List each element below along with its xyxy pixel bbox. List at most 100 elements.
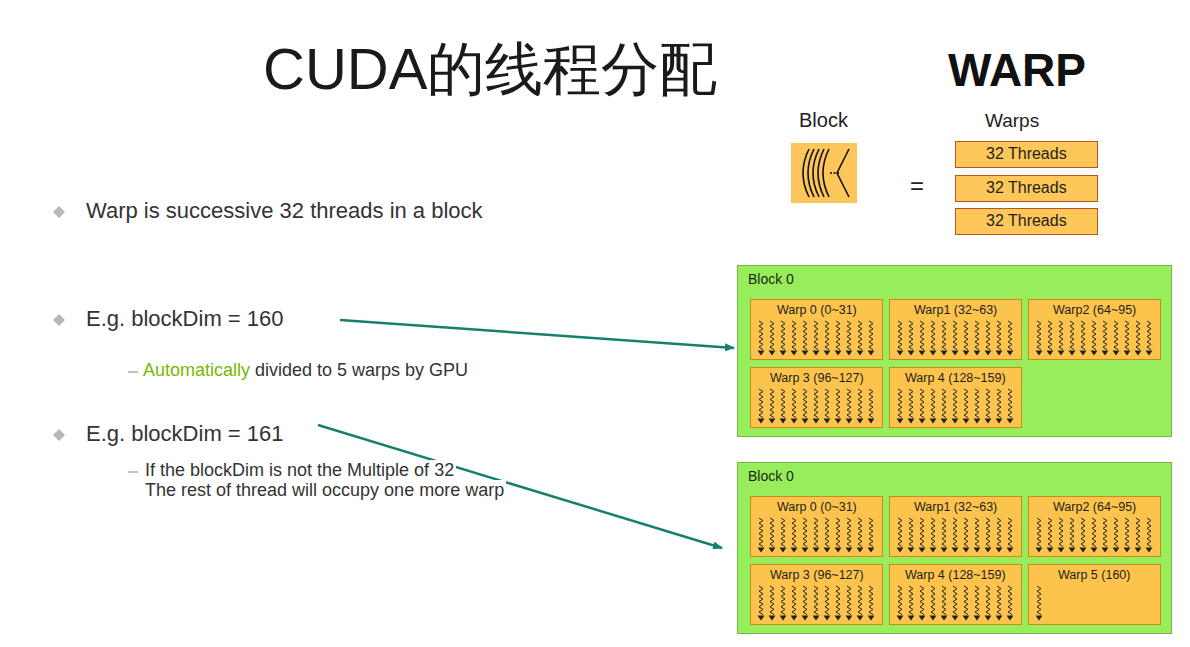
thread-arrowhead: [1113, 548, 1120, 553]
thread-arrowhead: [1007, 351, 1014, 356]
dash-mark: [128, 371, 138, 372]
thread-squiggle: [1008, 389, 1012, 418]
thread-arrowhead: [846, 351, 853, 356]
warp-label: Warp2 (64~95): [1053, 500, 1136, 514]
thread-arrowhead: [846, 419, 853, 424]
thread-arrowhead: [985, 616, 992, 621]
thread-squiggle: [997, 389, 1001, 418]
thread-squiggle: [847, 586, 851, 615]
warp-label: 32 Threads: [986, 179, 1067, 197]
thread-squiggle: [898, 321, 902, 350]
thread-arrowhead: [996, 548, 1003, 553]
block-region: Block 0Warp 0 (0~31)Warp1 (32~63)Warp2 (…: [737, 265, 1172, 437]
thread-squiggle: [1092, 321, 1096, 350]
thread-curve: [837, 149, 849, 197]
thread-squiggle: [942, 518, 946, 547]
bullet-subtext: If the blockDim is not the Multiple of 3…: [143, 460, 456, 481]
thread-arrowhead: [1058, 548, 1065, 553]
thread-squiggle: [825, 321, 829, 350]
thread-squiggle: [1136, 518, 1140, 547]
thread-arrowhead: [758, 616, 765, 621]
bullet-text: E.g. blockDim = 160: [86, 306, 283, 331]
thread-squiggle: [997, 586, 1001, 615]
warp-box: Warp1 (32~63): [889, 496, 1022, 557]
pointer-arrow: [340, 320, 734, 348]
thread-arrowhead: [802, 419, 809, 424]
dash-mark: [128, 471, 138, 472]
thread-arrowhead: [868, 419, 875, 424]
thread-arrowhead: [813, 548, 820, 553]
thread-arrowhead: [813, 351, 820, 356]
thread-squiggle: [781, 586, 785, 615]
block-label: Block 0: [748, 271, 794, 287]
thread-squiggle: [898, 518, 902, 547]
thread-arrowhead: [1069, 548, 1076, 553]
ellipsis-dot: [830, 172, 832, 174]
warp-label: Warp 0 (0~31): [777, 500, 857, 514]
thread-arrowhead: [930, 351, 937, 356]
thread-arrowhead: [824, 548, 831, 553]
thread-arrowhead: [1146, 351, 1153, 356]
thread-arrowhead: [802, 616, 809, 621]
equals-sign: =: [910, 172, 924, 200]
thread-squiggle: [953, 321, 957, 350]
thread-arrowhead: [1047, 351, 1054, 356]
thread-arrowhead: [813, 616, 820, 621]
thread-squiggle: [1059, 518, 1063, 547]
thread-squiggle: [1092, 518, 1096, 547]
thread-squiggle: [1103, 518, 1107, 547]
thread-arrowhead: [952, 419, 959, 424]
thread-squiggle: [1103, 321, 1107, 350]
thread-arrowhead: [824, 419, 831, 424]
warp-box: Warp 5 (160): [1028, 564, 1161, 625]
thread-arrowhead: [963, 548, 970, 553]
thread-squiggle: [825, 518, 829, 547]
thread-arrowhead: [857, 419, 864, 424]
thread-arrowhead: [1007, 419, 1014, 424]
thread-arrowhead: [897, 351, 904, 356]
warp-label: 32 Threads: [986, 145, 1067, 163]
ellipsis-dot: [833, 172, 835, 174]
thread-squiggle: [1114, 518, 1118, 547]
thread-arrowhead: [1124, 351, 1131, 356]
thread-squiggle: [836, 518, 840, 547]
warp-label: 32 Threads: [986, 212, 1067, 230]
thread-squiggle: [803, 518, 807, 547]
thread-squiggle: [920, 389, 924, 418]
thread-arrowhead: [974, 548, 981, 553]
thread-curve: [823, 149, 829, 197]
warp-box: Warp 3 (96~127): [750, 367, 883, 428]
bullet-subtext: divided to 5 warps by GPU: [255, 360, 468, 381]
warp-box: Warp2 (64~95): [1028, 299, 1161, 360]
thread-squiggle: [803, 586, 807, 615]
thread-arrowhead: [985, 548, 992, 553]
thread-squiggle: [781, 389, 785, 418]
thread-squiggle: [942, 389, 946, 418]
thread-squiggle: [1070, 518, 1074, 547]
thread-arrowhead: [857, 616, 864, 621]
thread-arrowhead: [1080, 548, 1087, 553]
thread-arrowhead: [1091, 548, 1098, 553]
thread-arrowhead: [769, 548, 776, 553]
thread-squiggle: [1037, 321, 1041, 350]
thread-arrowhead: [974, 616, 981, 621]
thread-squiggle: [847, 518, 851, 547]
thread-squiggle: [825, 586, 829, 615]
thread-arrowhead: [1069, 351, 1076, 356]
warp-label: Warp 5 (160): [1058, 568, 1130, 582]
group-label: Warps: [985, 110, 1039, 132]
thread-arrowhead: [930, 616, 937, 621]
thread-arrowhead: [769, 419, 776, 424]
thread-arrowhead: [941, 548, 948, 553]
thread-squiggle: [803, 321, 807, 350]
thread-arrowhead: [791, 419, 798, 424]
thread-squiggle: [869, 586, 873, 615]
thread-squiggle: [1147, 321, 1151, 350]
thread-squiggle: [964, 389, 968, 418]
thread-arrowhead: [908, 616, 915, 621]
thread-arrowhead: [1036, 351, 1043, 356]
warp-label: Warp 4 (128~159): [905, 568, 1006, 582]
thread-arrowhead: [963, 616, 970, 621]
thread-arrowhead: [780, 616, 787, 621]
thread-arrowhead: [791, 616, 798, 621]
